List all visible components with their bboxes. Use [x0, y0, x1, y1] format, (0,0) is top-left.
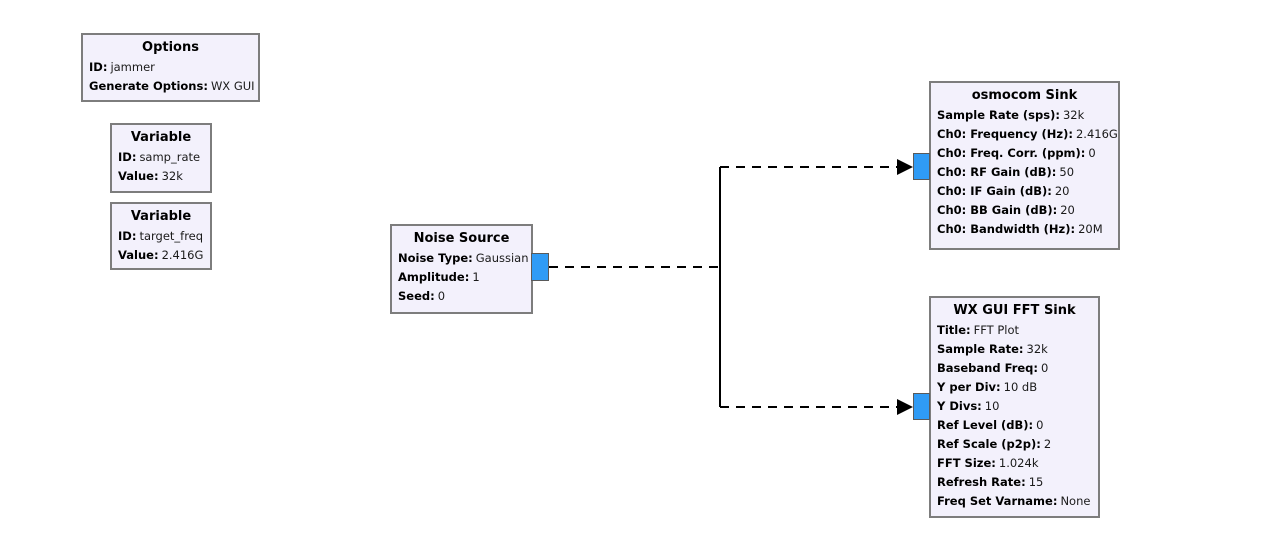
param-row: Y per Div:10 dB [937, 378, 1092, 397]
param-value: 1.024k [998, 456, 1039, 470]
param-value: 2.416G [1075, 127, 1118, 141]
param-row: Ch0: RF Gain (dB):50 [937, 163, 1112, 182]
param-value: 0 [437, 289, 446, 303]
osmocom-sink-input-port[interactable] [913, 153, 930, 180]
param-row: Ch0: Frequency (Hz):2.416G [937, 125, 1118, 144]
param-value: 10 dB [1003, 380, 1038, 394]
param-value: 2 [1043, 437, 1052, 451]
param-row: Sample Rate (sps):32k [937, 106, 1112, 125]
param-name: Ch0: Bandwidth (Hz): [937, 222, 1076, 236]
param-row: Noise Type:Gaussian [398, 249, 529, 268]
param-name: Sample Rate: [937, 342, 1024, 356]
param-name: Ref Scale (p2p): [937, 437, 1041, 451]
param-value: Gaussian [475, 251, 529, 265]
param-row: Generate Options:WX GUI [89, 77, 255, 96]
param-value: None [1060, 494, 1091, 508]
block-title: Options [142, 40, 199, 55]
param-row: Value:2.416G [118, 246, 204, 265]
param-row: Ch0: BB Gain (dB):20 [937, 201, 1112, 220]
param-row: ID:target_freq [118, 227, 204, 246]
param-value: 15 [1028, 475, 1044, 489]
param-row: Baseband Freq:0 [937, 359, 1092, 378]
param-name: ID: [118, 150, 137, 164]
param-name: Refresh Rate: [937, 475, 1026, 489]
param-row: Freq Set Varname:None [937, 492, 1092, 511]
param-name: Value: [118, 248, 159, 262]
param-name: Amplitude: [398, 270, 470, 284]
param-name: ID: [89, 60, 108, 74]
param-row: Sample Rate:32k [937, 340, 1092, 359]
param-value: 32k [1062, 108, 1085, 122]
param-value: samp_rate [139, 150, 201, 164]
param-row: Title:FFT Plot [937, 321, 1092, 340]
param-row: Ch0: IF Gain (dB):20 [937, 182, 1112, 201]
block-title: Variable [130, 130, 192, 145]
param-row: ID:samp_rate [118, 148, 204, 167]
param-row: Ch0: Freq. Corr. (ppm):0 [937, 144, 1112, 163]
param-value: 0 [1088, 146, 1096, 160]
param-value: jammer [110, 60, 155, 74]
param-value: 20M [1078, 222, 1103, 236]
param-row: Amplitude:1 [398, 268, 525, 287]
param-value: 0 [1036, 418, 1044, 432]
param-name: Sample Rate (sps): [937, 108, 1060, 122]
noise-source-output-port[interactable] [531, 253, 549, 281]
block-title: Noise Source [413, 231, 510, 246]
param-row: Ref Scale (p2p):2 [937, 435, 1092, 454]
param-name: Ch0: Freq. Corr. (ppm): [937, 146, 1086, 160]
block-title: osmocom Sink [971, 88, 1078, 103]
param-row: FFT Size:1.024k [937, 454, 1092, 473]
param-name: Ch0: BB Gain (dB): [937, 203, 1058, 217]
param-row: ID:jammer [89, 58, 252, 77]
param-name: Y per Div: [937, 380, 1001, 394]
param-name: Noise Type: [398, 251, 473, 265]
param-name: FFT Size: [937, 456, 996, 470]
param-name: Baseband Freq: [937, 361, 1039, 375]
param-name: Seed: [398, 289, 435, 303]
param-name: Title: [937, 323, 971, 337]
param-row: Ch0: Bandwidth (Hz):20M [937, 220, 1112, 239]
param-row: Seed:0 [398, 287, 525, 306]
param-name: Ch0: IF Gain (dB): [937, 184, 1052, 198]
param-row: Refresh Rate:15 [937, 473, 1092, 492]
param-row: Y Divs:10 [937, 397, 1092, 416]
param-value: FFT Plot [973, 323, 1020, 337]
param-name: Generate Options: [89, 79, 208, 93]
arrowhead-fft-sink [897, 399, 913, 415]
block-title: WX GUI FFT Sink [953, 303, 1076, 318]
arrowhead-osmocom-sink [897, 159, 913, 175]
param-value: 1 [472, 270, 480, 284]
param-row: Ref Level (dB):0 [937, 416, 1092, 435]
param-name: Ch0: RF Gain (dB): [937, 165, 1057, 179]
param-value: 50 [1059, 165, 1075, 179]
param-value: 20 [1060, 203, 1075, 217]
param-name: Y Divs: [937, 399, 982, 413]
param-value: 0 [1041, 361, 1049, 375]
param-value: 2.416G [161, 248, 204, 262]
param-value: 20 [1054, 184, 1070, 198]
param-name: Value: [118, 169, 159, 183]
param-name: Freq Set Varname: [937, 494, 1058, 508]
param-name: Ref Level (dB): [937, 418, 1034, 432]
param-name: ID: [118, 229, 137, 243]
fft-sink-input-port[interactable] [913, 393, 930, 420]
block-title: Variable [130, 209, 192, 224]
param-value: WX GUI [210, 79, 255, 93]
param-name: Ch0: Frequency (Hz): [937, 127, 1073, 141]
param-row: Value:32k [118, 167, 204, 186]
param-value: 10 [984, 399, 1000, 413]
param-value: target_freq [139, 229, 204, 243]
param-value: 32k [161, 169, 183, 183]
param-value: 32k [1026, 342, 1048, 356]
